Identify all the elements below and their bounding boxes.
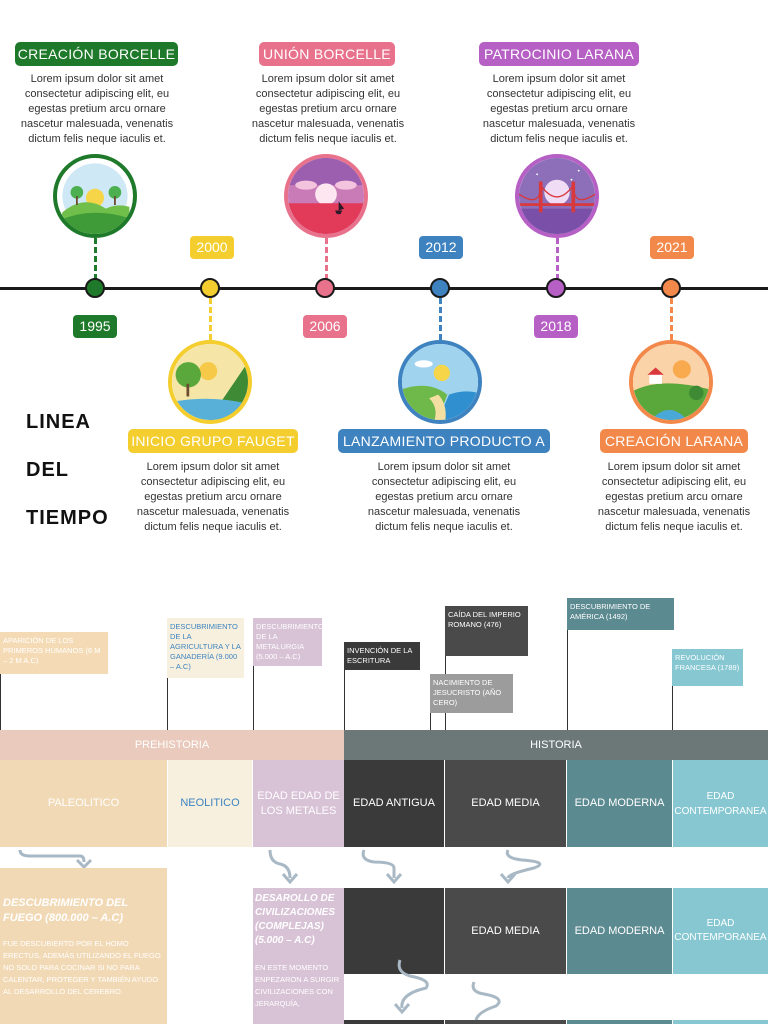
detail-antigua-block bbox=[344, 888, 444, 974]
connector-1995 bbox=[94, 238, 97, 280]
milestone-label-creacion-larana: CREACIÓN LARANA bbox=[600, 429, 748, 453]
arrow-media-lower-icon bbox=[471, 981, 501, 1021]
connector-2000 bbox=[209, 298, 212, 340]
milestone-desc-lanzamiento-producto-a: Lorem ipsum dolor sit amet consectetur a… bbox=[367, 461, 521, 533]
detail-media-label: EDAD MEDIA bbox=[471, 925, 540, 937]
year-badge-1995: 1995 bbox=[73, 315, 117, 338]
arrow-media-icon bbox=[499, 849, 542, 885]
period-label: EDAD MEDIA bbox=[471, 797, 540, 809]
page-title-line3: TIEMPO bbox=[26, 507, 109, 529]
strip-contemporanea bbox=[673, 1020, 768, 1024]
milestone-desc-patrocinio-larana: Lorem ipsum dolor sit amet consectetur a… bbox=[482, 73, 636, 145]
band-historia: HISTORIA bbox=[344, 730, 768, 760]
connector-2006 bbox=[325, 238, 328, 280]
event-line-revolucion bbox=[672, 649, 673, 730]
detail-media: EDAD MEDIA bbox=[445, 888, 566, 974]
sunset-boat-icon bbox=[284, 154, 368, 238]
page-title-line2: DEL bbox=[26, 459, 69, 481]
milestone-label-creacion-borcelle: CREACIÓN BORCELLE bbox=[15, 42, 178, 66]
arrow-antigua-lower-icon bbox=[393, 959, 429, 1015]
landscape-hills-icon bbox=[53, 154, 137, 238]
period-media: EDAD MEDIA bbox=[445, 760, 566, 847]
bridge-icon bbox=[515, 154, 599, 238]
detail-fuego: DESCUBRIMIENTO DEL FUEGO (800.000 – A.C)… bbox=[0, 868, 167, 1024]
event-line-primeros-humanos bbox=[0, 632, 1, 730]
strip-moderna bbox=[567, 1020, 672, 1024]
period-neolitico: NEOLITICO bbox=[168, 760, 252, 847]
detail-moderna: EDAD MODERNA bbox=[567, 888, 672, 974]
year-badge-2018: 2018 bbox=[534, 315, 578, 338]
connector-2021 bbox=[670, 298, 673, 340]
event-america: DESCUBRIMIENTO DE AMÉRICA (1492) bbox=[567, 598, 674, 630]
timeline-dot-2018 bbox=[546, 278, 566, 298]
period-moderna: EDAD MODERNA bbox=[567, 760, 672, 847]
connector-2018 bbox=[556, 238, 559, 280]
timeline-dot-2006 bbox=[315, 278, 335, 298]
event-line-imperio bbox=[445, 606, 446, 730]
arrow-antigua-icon bbox=[361, 849, 403, 885]
period-antigua: EDAD ANTIGUA bbox=[344, 760, 444, 847]
detail-moderna-label: EDAD MODERNA bbox=[574, 925, 665, 937]
milestone-desc-creacion-borcelle: Lorem ipsum dolor sit amet consectetur a… bbox=[20, 73, 174, 145]
event-revolucion: REVOLUCIÓN FRANCESA (1789) bbox=[672, 649, 743, 686]
house-river-icon bbox=[629, 340, 713, 424]
period-label: PALEOLITICO bbox=[47, 797, 120, 809]
event-primeros-humanos: APARICIÓN DE LOS PRIMEROS HUMANOS (6 M –… bbox=[0, 632, 108, 674]
period-label: NEOLITICO bbox=[180, 797, 240, 809]
detail-contemporanea-label: EDAD CONTEMPORANEA bbox=[674, 918, 767, 943]
event-metalurgia: DESCUBRIMIENTO DE LA METALURGIA (5.000 –… bbox=[253, 618, 324, 666]
page-title-line1: LINEA bbox=[26, 411, 91, 433]
event-imperio-romano: CAÍDA DEL IMPERIO ROMANO (476) bbox=[445, 606, 528, 656]
milestone-label-patrocinio-larana: PATROCINIO LARANA bbox=[479, 42, 639, 66]
timeline-dot-1995 bbox=[85, 278, 105, 298]
year-badge-2000: 2000 bbox=[190, 236, 234, 259]
period-paleolitico: PALEOLITICO bbox=[0, 760, 167, 847]
timeline-dot-2000 bbox=[200, 278, 220, 298]
year-badge-2021: 2021 bbox=[650, 236, 694, 259]
detail-fuego-text: FUE DESCUBIERTO POR EL HOMO ERECTUS, ADE… bbox=[3, 939, 161, 996]
milestone-desc-creacion-larana: Lorem ipsum dolor sit amet consectetur a… bbox=[597, 461, 751, 533]
coast-beach-icon bbox=[398, 340, 482, 424]
detail-contemporanea: EDAD CONTEMPORANEA bbox=[673, 888, 768, 974]
year-badge-2006: 2006 bbox=[303, 315, 347, 338]
band-prehistoria: PREHISTORIA bbox=[0, 730, 344, 760]
event-line-escritura bbox=[344, 642, 345, 730]
timeline-axis bbox=[0, 287, 768, 290]
timeline-dot-2012 bbox=[430, 278, 450, 298]
detail-civ-title: DESAROLLO DE CIVILIZACIONES (COMPLEJAS) … bbox=[255, 893, 336, 946]
period-metales: EDAD EDAD DE LOS METALES bbox=[253, 760, 344, 847]
detail-fuego-title: DESCUBRIMIENTO DEL FUEGO (800.000 – A.C) bbox=[3, 897, 128, 924]
detail-civ-text: EN ESTE MOMENTO ENPEZARON A SURGIR CIVIL… bbox=[255, 963, 340, 1008]
timeline-dot-2021 bbox=[661, 278, 681, 298]
period-label: EDAD MODERNA bbox=[574, 797, 665, 809]
arrow-metales-icon bbox=[268, 849, 299, 885]
event-line-america bbox=[567, 598, 568, 730]
event-escritura: INVENCIÓN DE LA ESCRITURA bbox=[344, 642, 420, 670]
event-jesucristo: NACIMIENTO DE JESUCRISTO (AÑO CERO) bbox=[430, 674, 513, 713]
year-badge-2012: 2012 bbox=[419, 236, 463, 259]
milestone-desc-inicio-grupo-fauget: Lorem ipsum dolor sit amet consectetur a… bbox=[136, 461, 290, 533]
period-contemporanea: EDAD CONTEMPORANEA bbox=[673, 760, 768, 847]
period-label: EDAD ANTIGUA bbox=[353, 797, 435, 809]
milestone-label-lanzamiento-producto-a: LANZAMIENTO PRODUCTO A bbox=[338, 429, 550, 453]
event-line-metalurgia bbox=[253, 618, 254, 730]
event-agricultura: DESCUBRIMIENTO DE LA AGRICULTURA Y LA GA… bbox=[167, 618, 244, 678]
milestone-label-union-borcelle: UNIÓN BORCELLE bbox=[259, 42, 395, 66]
period-label: EDAD CONTEMPORANEA bbox=[674, 790, 767, 817]
arrow-paleolitico-icon bbox=[18, 849, 93, 868]
forest-lake-icon bbox=[168, 340, 252, 424]
strip-media bbox=[445, 1020, 566, 1024]
detail-civilizaciones: DESAROLLO DE CIVILIZACIONES (COMPLEJAS) … bbox=[253, 888, 344, 1024]
period-label: EDAD EDAD DE LOS METALES bbox=[257, 789, 340, 817]
connector-2012 bbox=[439, 298, 442, 340]
milestone-desc-union-borcelle: Lorem ipsum dolor sit amet consectetur a… bbox=[251, 73, 405, 145]
strip-antigua bbox=[344, 1020, 444, 1024]
milestone-label-inicio-grupo-fauget: INICIO GRUPO FAUGET bbox=[128, 429, 298, 453]
